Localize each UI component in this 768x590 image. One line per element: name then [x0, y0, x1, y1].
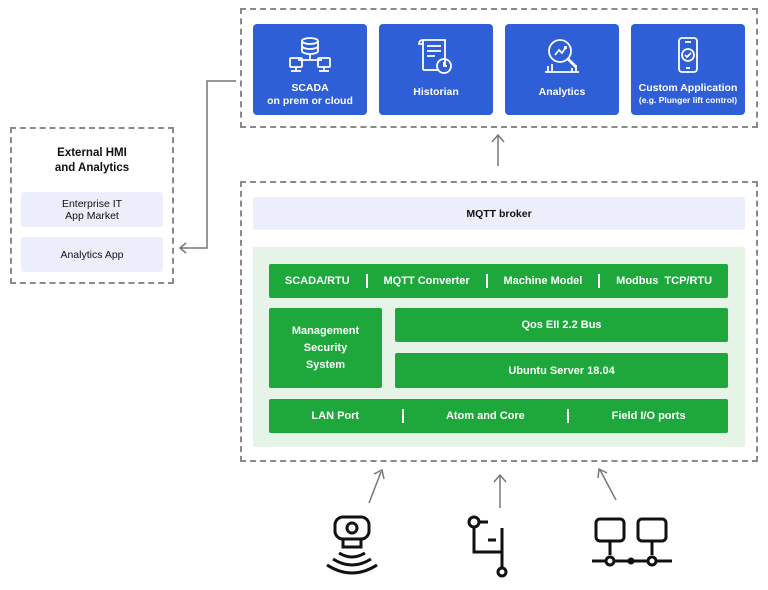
- network-arrow: [599, 469, 617, 501]
- wireless-sensor-icon[interactable]: [319, 513, 379, 575]
- gateway-container: [240, 181, 758, 462]
- scada-card[interactable]: SCADA on prem or cloud: [253, 24, 367, 115]
- mqtt-converter-label: MQTT Converter: [383, 275, 470, 287]
- enterprise-it-app-market[interactable]: Enterprise IT App Market: [21, 192, 163, 227]
- document-clock-icon: [418, 39, 452, 74]
- custom-application-card[interactable]: Custom Application (e.g. Plunger lift co…: [631, 24, 745, 115]
- management-security-system[interactable]: Management Security System: [269, 308, 382, 388]
- lan-port-label: LAN Port: [311, 410, 360, 422]
- machine-model-label: Machine Model: [503, 275, 583, 287]
- sensor-arrow: [368, 471, 382, 504]
- separator: [365, 274, 368, 288]
- ubuntu-server[interactable]: Ubuntu Server 18.04: [395, 353, 728, 388]
- historian-card[interactable]: Historian: [379, 24, 493, 115]
- separator: [401, 409, 404, 423]
- separator: [598, 274, 601, 288]
- analytics-card[interactable]: Analytics: [505, 24, 619, 115]
- scada-rtu-label: SCADA/RTU: [284, 275, 350, 287]
- scada-label: SCADA on prem or cloud: [267, 82, 353, 107]
- analytics-app[interactable]: Analytics App: [21, 237, 163, 272]
- hardware-row: LAN Port Atom and Core Field I/O ports: [269, 399, 728, 433]
- separator: [485, 274, 488, 288]
- modbus-tcp-rtu-label: Modbus TCP/RTU: [616, 275, 713, 287]
- network-computers-icon[interactable]: [590, 515, 676, 577]
- database-network-icon: [289, 37, 331, 72]
- field-io-ports-label: Field I/O ports: [611, 410, 686, 422]
- protocol-row: SCADA/RTU MQTT Converter Machine Model M…: [269, 264, 728, 298]
- separator: [567, 409, 570, 423]
- valve-arrowhead: [493, 473, 507, 483]
- qos-eii-bus[interactable]: Qos EII 2.2 Bus: [395, 308, 728, 342]
- sensor-arrowhead: [373, 468, 385, 480]
- valve-pipe-icon[interactable]: [466, 512, 526, 578]
- mqtt-broker[interactable]: MQTT broker: [253, 197, 745, 230]
- network-arrowhead: [597, 467, 608, 479]
- applications-container: [240, 8, 758, 128]
- broker-to-apps-arrowhead: [491, 133, 505, 143]
- hmi-link-arrowhead: [178, 242, 187, 254]
- historian-label: Historian: [413, 86, 459, 98]
- external-hmi-title: External HMI and Analytics: [54, 147, 130, 174]
- magnifier-chart-icon: [545, 39, 579, 73]
- analytics-label: Analytics: [538, 86, 586, 98]
- hmi-link-arrow: [181, 80, 236, 249]
- smartphone-check-icon: [678, 37, 698, 73]
- external-hmi-container: [10, 127, 174, 284]
- custom-application-label: Custom Application (e.g. Plunger lift co…: [638, 82, 738, 105]
- atom-and-core-label: Atom and Core: [445, 410, 525, 422]
